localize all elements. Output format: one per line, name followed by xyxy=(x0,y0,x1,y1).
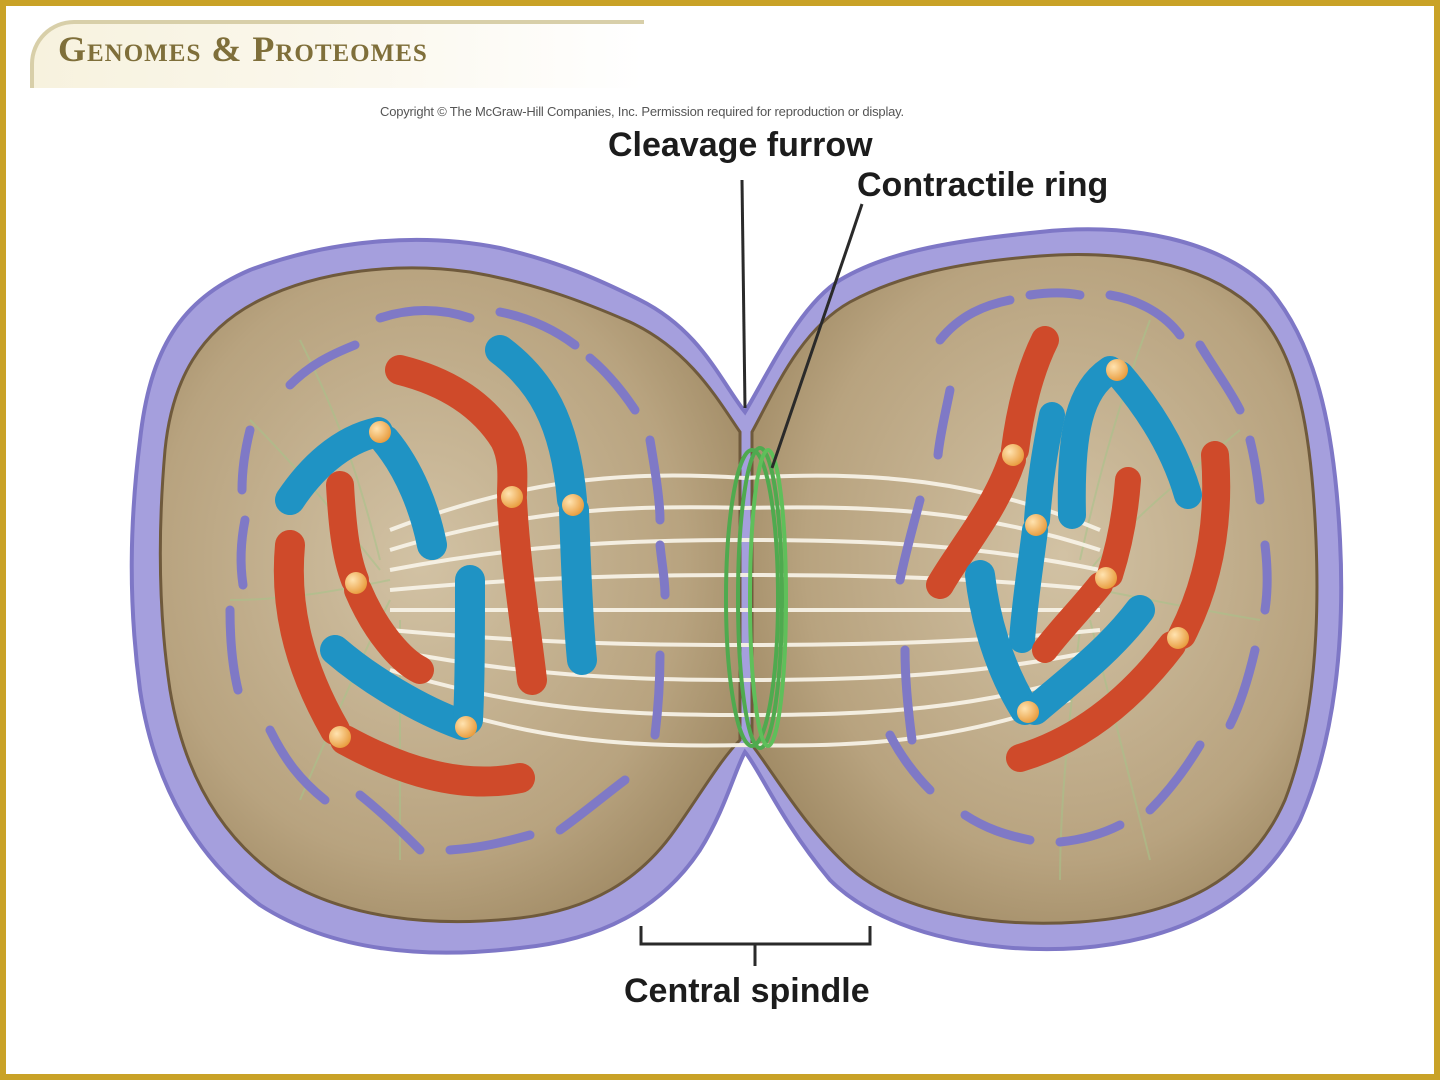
header-tab xyxy=(30,20,644,88)
centromere xyxy=(1106,359,1128,381)
left-daughter-cytoplasm xyxy=(158,266,742,924)
cleavage-furrow-leader xyxy=(740,179,747,409)
chromosome-blue xyxy=(275,417,393,515)
chromosome-red xyxy=(344,576,434,684)
centromere xyxy=(501,486,523,508)
chromosome-red xyxy=(497,485,547,695)
chromosome-blue xyxy=(1024,402,1065,533)
centromere xyxy=(1002,444,1024,466)
chromosome-blue xyxy=(485,335,587,515)
centromere xyxy=(1025,514,1047,536)
chromosome-blue xyxy=(1106,361,1202,509)
chromosome-red xyxy=(273,530,350,745)
chromosome-red xyxy=(1032,572,1113,663)
chromosome-blue xyxy=(1057,356,1124,529)
centromere xyxy=(562,494,584,516)
central-spindle-bracket xyxy=(639,926,872,966)
right-chromosomes xyxy=(926,326,1231,772)
centromere xyxy=(345,572,367,594)
right-centromeres xyxy=(1002,359,1189,723)
contractile-ring-leader xyxy=(770,203,864,469)
chromosome-red xyxy=(926,446,1026,599)
contractile-ring xyxy=(724,446,788,750)
centromere xyxy=(1017,701,1039,723)
chromosome-red xyxy=(330,725,535,797)
right-nuclear-envelope-fragments xyxy=(885,288,1272,847)
central-spindle-label: Central spindle xyxy=(624,972,870,1010)
centromere xyxy=(1167,627,1189,649)
chromosome-blue xyxy=(559,495,597,675)
centromere xyxy=(455,716,477,738)
chromosome-blue xyxy=(453,565,485,735)
left-centromeres xyxy=(329,421,584,748)
cleavage-furrow-label: Cleavage furrow xyxy=(608,126,873,164)
left-chromosomes xyxy=(273,335,597,797)
chromosome-red xyxy=(1006,631,1186,772)
centromere xyxy=(329,726,351,748)
chromosome-blue xyxy=(320,635,477,740)
chromosome-blue xyxy=(1009,517,1048,653)
copyright-notice: Copyright © The McGraw-Hill Companies, I… xyxy=(380,104,904,119)
chromosome-red xyxy=(1097,467,1141,588)
chromosome-blue xyxy=(1020,595,1155,725)
centromere xyxy=(1095,567,1117,589)
chromosome-blue xyxy=(965,560,1040,725)
chromosome-red xyxy=(326,471,369,594)
chromosome-red xyxy=(1001,326,1059,464)
chromosome-red xyxy=(1168,441,1231,649)
contractile-ring-label: Contractile ring xyxy=(857,166,1109,204)
header-title: Genomes & Proteomes xyxy=(58,29,428,69)
left-nuclear-envelope-fragments xyxy=(225,306,670,855)
label-leader-lines xyxy=(639,179,872,966)
centromere xyxy=(369,421,391,443)
chromosome-blue xyxy=(370,425,447,560)
chromosome-red xyxy=(385,355,528,510)
